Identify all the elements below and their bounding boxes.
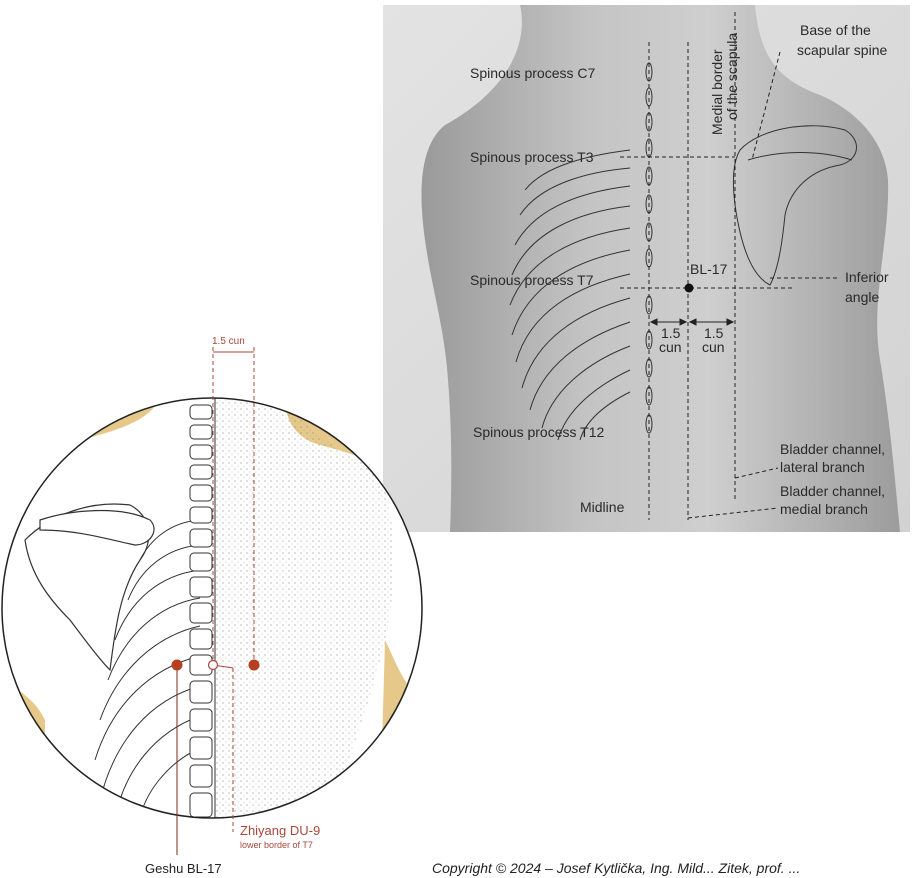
bl17-lateral-point xyxy=(249,660,260,671)
label-medial-1: Bladder channel, xyxy=(780,483,885,499)
label-midline: Midline xyxy=(580,499,625,515)
label-inferior-1: Inferior xyxy=(845,269,889,285)
label-medial-2: medial branch xyxy=(780,501,868,517)
circle-illustration: 1.5 cun Zhiyang DU-9 lower border of T7 … xyxy=(0,336,424,876)
label-measure-right-unit: cun xyxy=(702,339,725,355)
bl17-point xyxy=(685,284,694,293)
label-measure-left-unit: cun xyxy=(659,339,682,355)
label-bl17: BL-17 xyxy=(690,261,728,277)
label-medial-border-1: Medial border xyxy=(709,49,725,135)
label-inferior-2: angle xyxy=(845,289,879,305)
label-spinous-t7: Spinous process T7 xyxy=(470,272,594,288)
label-cun: 1.5 cun xyxy=(212,336,245,347)
label-medial-border-2: of the scapula xyxy=(724,33,740,120)
label-spinous-t3: Spinous process T3 xyxy=(470,149,594,165)
zhiyang-point xyxy=(209,661,218,670)
label-zhiyang: Zhiyang DU-9 xyxy=(240,823,320,838)
geshu-point xyxy=(172,660,183,671)
label-lateral-1: Bladder channel, xyxy=(780,441,885,457)
label-lateral-2: lateral branch xyxy=(780,459,865,475)
copyright-footer: Copyright © 2024 – Josef Kytlička, Ing. … xyxy=(432,860,912,876)
photo-panel: Spinous process C7 Spinous process T3 Sp… xyxy=(383,5,910,532)
spine-drawing xyxy=(190,405,212,817)
label-spinous-c7: Spinous process C7 xyxy=(470,65,596,81)
label-base-spine-2: scapular spine xyxy=(797,42,887,58)
label-spinous-t12: Spinous process T12 xyxy=(473,424,604,440)
stippled-back xyxy=(215,400,393,818)
label-geshu: Geshu BL-17 xyxy=(145,861,222,876)
label-zhiyang-sub: lower border of T7 xyxy=(240,840,313,850)
label-base-spine-1: Base of the xyxy=(800,22,871,38)
